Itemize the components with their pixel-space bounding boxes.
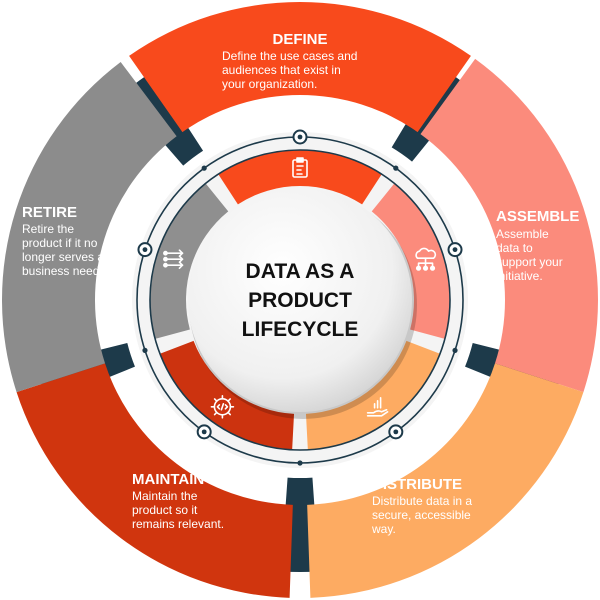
assemble-desc-line-1: Assemble	[496, 227, 549, 241]
maintain-outer-segment	[16, 363, 293, 598]
define-marker-dot	[297, 134, 303, 140]
maintain-marker-dot	[201, 429, 207, 435]
define-desc-line-1: Define the use cases and	[222, 49, 357, 63]
maintain-desc-line-1: Maintain the	[132, 489, 198, 503]
define-title: DEFINE	[272, 31, 327, 48]
center-title-line-2: PRODUCT	[248, 289, 352, 312]
gear-code-icon	[210, 394, 235, 419]
orbit-dot-5	[201, 165, 207, 171]
distribute-desc-line-2: secure, accessible	[372, 508, 471, 522]
maintain-desc-line-2: product so it	[132, 503, 198, 517]
flow-arrows-icon	[163, 249, 184, 270]
retire-desc-line-1: Retire the	[22, 222, 74, 236]
retire-title: RETIRE	[22, 204, 77, 221]
assemble-marker-dot	[452, 247, 458, 253]
orbit-dot-4	[142, 347, 148, 353]
assemble-outer-segment	[420, 58, 599, 393]
assemble-title: ASSEMBLE	[496, 208, 579, 225]
orbit-dot-1	[393, 165, 399, 171]
assemble-inner-segment	[371, 183, 451, 339]
connector-wedge-1	[391, 66, 472, 162]
distribute-desc-line-1: Distribute data in a	[372, 494, 472, 508]
define-outer-segment	[129, 2, 471, 133]
center-title-line-1: DATA AS A	[246, 260, 355, 283]
assemble-desc-line-2: data to	[496, 241, 533, 255]
retire-outer-segment	[1, 62, 177, 393]
maintain-inner-segment	[159, 340, 295, 450]
orbit-ring-inner	[149, 149, 451, 451]
center-title-line-3: LIFECYCLE	[242, 318, 359, 341]
cloud-network-icon	[415, 247, 437, 271]
define-desc-line-2: audiences that exist in	[222, 63, 341, 77]
distribute-marker-dot	[393, 429, 399, 435]
assemble-desc-line-3: support your	[496, 255, 563, 269]
maintain-title: MAINTAIN	[132, 471, 204, 488]
define-desc-line-3: your organization.	[222, 77, 317, 91]
orbit-dot-2	[452, 347, 458, 353]
clipboard-icon	[292, 157, 308, 178]
retire-inner-segment	[150, 183, 229, 339]
center-disc	[188, 188, 412, 412]
distribute-desc-line-3: way.	[371, 522, 396, 536]
maintain-desc-line-3: remains relevant.	[132, 517, 224, 531]
retire-desc-line-2: product if it no	[22, 236, 98, 250]
retire-desc-line-3: longer serves a	[22, 250, 104, 264]
assemble-desc-line-4: initiative.	[496, 269, 543, 283]
orbit-dot-3	[297, 460, 303, 466]
retire-marker-dot	[142, 247, 148, 253]
hand-chart-icon	[366, 396, 389, 417]
distribute-inner-segment	[305, 340, 441, 450]
distribute-title: DISTRIBUTE	[372, 476, 462, 493]
distribute-outer-segment	[307, 363, 584, 598]
retire-desc-line-4: business need.	[22, 264, 103, 278]
